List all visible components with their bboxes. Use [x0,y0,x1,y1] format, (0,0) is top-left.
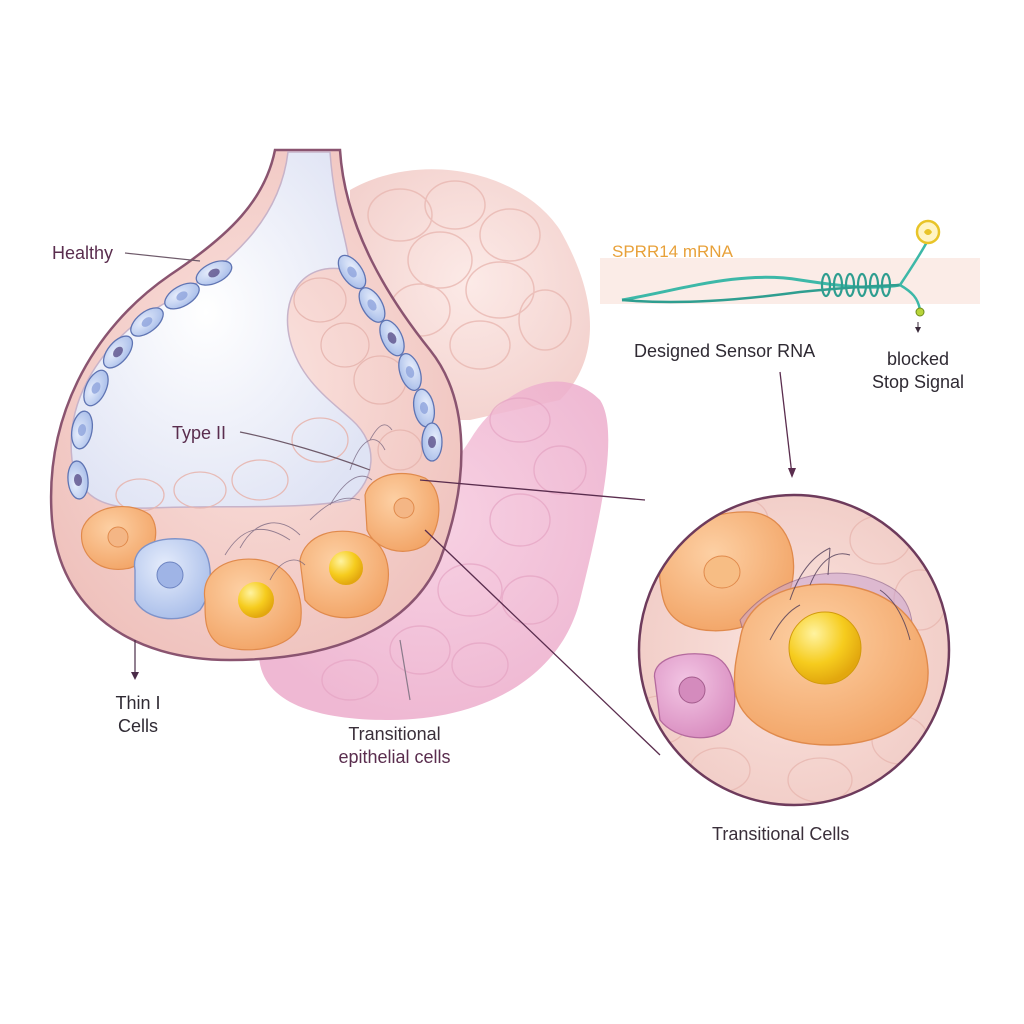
label-thin-cells: Thin I Cells [106,692,170,738]
type-i-cell [195,260,233,286]
type-i-cell [398,353,422,391]
zoom-inset [637,493,951,807]
label-transitional-epithelial: Transitional epithelial cells [322,723,467,769]
sensor-rna-graphic [600,219,980,478]
label-healthy: Healthy [52,243,114,263]
label-designed-sensor: Designed Sensor RNA [634,341,816,361]
label-transitional-epithelial-line2: epithelial cells [338,747,451,767]
label-thin-cells-line2: Cells [117,716,158,736]
type-i-cell [164,282,200,310]
label-transitional-cells: Transitional Cells [712,824,850,844]
type-i-cell [83,369,109,407]
type-i-cell [70,410,94,450]
label-sensor-target: SPRR14 mRNA [612,242,733,261]
pointer-arrow-icon [788,468,796,478]
type-i-cell [130,307,164,337]
stop-signal-icon [915,307,925,317]
type-i-cell [379,319,405,357]
type-i-cell [67,460,89,500]
type-i-cell [421,422,443,462]
bottom-cell-row [80,424,440,651]
label-blocked-line1: blocked [886,349,950,369]
label-type-ii: Type II [172,423,227,443]
type-i-cell [102,335,134,369]
label-transitional-epithelial-line1: Transitional [348,724,441,744]
zoom-nucleus [788,611,862,685]
type-i-cell [337,254,367,290]
type-i-cell [358,287,386,323]
label-blocked-stop: blocked Stop Signal [858,348,978,394]
label-blocked-line2: Stop Signal [871,372,965,392]
type-i-cells [67,254,443,500]
leader-lines [124,252,661,756]
rna-helix-coil [820,272,892,298]
label-thin-cells-line1: Thin I [115,693,161,713]
